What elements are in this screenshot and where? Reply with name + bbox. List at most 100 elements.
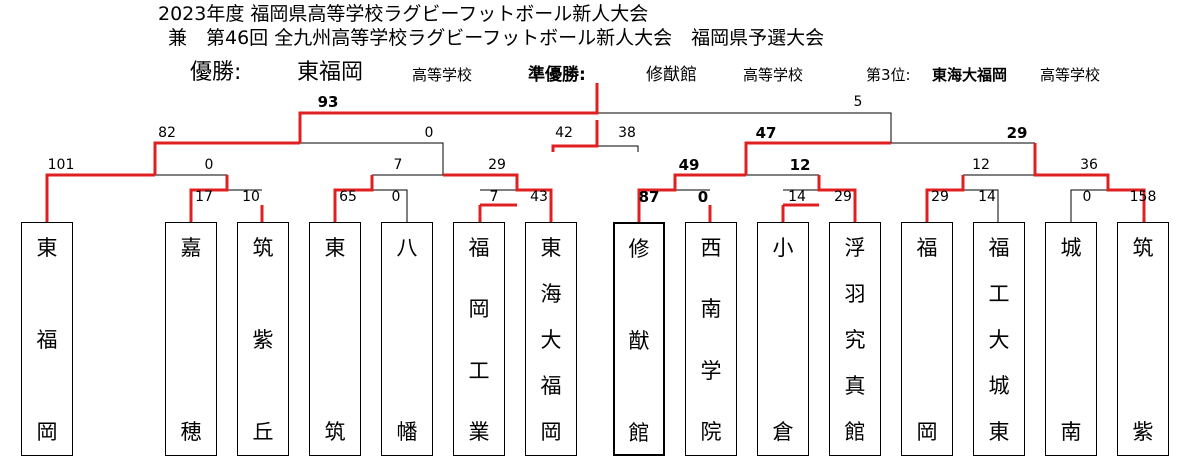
- score-sf2-left: 47: [755, 124, 777, 142]
- winner-lines: [45, 83, 1146, 222]
- team-box: 城南: [1045, 222, 1097, 456]
- runnerup-suffix: 高等学校: [743, 66, 804, 84]
- champion-name: 東福岡: [297, 60, 364, 85]
- team-name-char: 院: [700, 420, 722, 444]
- team-name-char: 学: [700, 358, 722, 383]
- title-line-2: 兼 第46回 全九州高等学校ラグビーフットボール新人大会 福岡県予選大会: [168, 27, 825, 49]
- score-r1-shuyukan: 87: [638, 188, 660, 206]
- team-name-char: 業: [468, 420, 490, 444]
- score-sf1-right: 0: [424, 125, 434, 141]
- score-qf2-left: 7: [393, 157, 403, 173]
- team-name-char: 東: [988, 420, 1010, 444]
- team-name-char: 福: [540, 374, 562, 398]
- team-name-char: 筑: [1132, 236, 1154, 260]
- team-name-char: 工: [988, 282, 1010, 306]
- score-r1-jonan: 0: [1082, 189, 1092, 205]
- team-box: 東筑: [309, 222, 361, 456]
- team-box: 修猷館: [613, 222, 665, 456]
- team-name-char: 福: [988, 236, 1010, 260]
- team-name-char: 猷: [628, 329, 650, 353]
- team-box: 八幡: [381, 222, 433, 456]
- team-box: 浮羽究真館: [829, 222, 881, 456]
- team-name-char: 東: [540, 236, 562, 260]
- team-name-char: 工: [468, 358, 490, 383]
- team-name-char: 福: [36, 328, 58, 352]
- score-r1-fukukou: 7: [489, 189, 499, 205]
- score-qf3-right: 12: [789, 156, 811, 174]
- team-name-char: 筑: [252, 236, 274, 260]
- team-name-char: 大: [540, 328, 562, 352]
- team-name-char: 羽: [844, 282, 866, 306]
- team-name-char: 南: [1060, 420, 1082, 444]
- team-box: 福岡工業: [453, 222, 505, 456]
- score-r1-kokura: 14: [788, 189, 806, 205]
- score-qf1-right: 0: [204, 157, 214, 173]
- score-r1-yahata: 0: [391, 189, 401, 205]
- score-qf4-right: 36: [1080, 157, 1098, 173]
- loser-lines: [155, 112, 1108, 222]
- champion-label: 優勝:: [190, 60, 242, 85]
- score-sf1-left: 82: [158, 125, 176, 141]
- score-r1-joto: 14: [978, 189, 996, 205]
- team-name-char: 南: [700, 297, 722, 322]
- team-name-char: 館: [628, 421, 650, 445]
- score-r1-fukuoka: 29: [931, 189, 949, 205]
- score-r1-seinan: 0: [697, 188, 709, 206]
- team-box: 嘉穂: [165, 222, 217, 456]
- team-name-char: 海: [540, 282, 562, 306]
- score-r1-higashichiku: 65: [339, 189, 357, 205]
- team-name-char: 岡: [916, 420, 938, 444]
- team-name-char: 福: [916, 236, 938, 260]
- team-name-char: 筑: [324, 420, 346, 444]
- title-line-1: 2023年度 福岡県高等学校ラグビーフットボール新人大会: [158, 3, 649, 25]
- team-name-char: 東: [324, 236, 346, 260]
- third-label: 第3位:: [866, 66, 911, 84]
- team-name-char: 館: [844, 420, 866, 444]
- team-name-char: 倉: [772, 420, 794, 444]
- team-name-char: 真: [844, 374, 866, 398]
- team-name-char: 浮: [844, 236, 866, 260]
- team-name-char: 福: [468, 236, 490, 260]
- team-name-char: 紫: [252, 328, 274, 352]
- team-name-char: 東: [36, 236, 58, 260]
- score-qf1-left: 101: [47, 157, 75, 173]
- score-qf3-left: 49: [678, 156, 700, 174]
- team-box: 東福岡: [21, 222, 73, 456]
- third-name: 東海大福岡: [932, 66, 1008, 84]
- runnerup-name: 修猷館: [646, 65, 697, 85]
- score-qf2-right: 29: [488, 157, 506, 173]
- team-name-char: 究: [844, 328, 866, 352]
- team-name-char: 大: [988, 328, 1010, 352]
- score-r1-chikushigaoka: 10: [242, 189, 260, 205]
- score-r1-chikushi: 158: [1129, 189, 1157, 205]
- team-box: 小倉: [757, 222, 809, 456]
- team-name-char: 嘉: [180, 236, 202, 260]
- score-qf4-left: 12: [972, 157, 990, 173]
- score-r1-kaho: 17: [195, 189, 213, 205]
- team-name-char: 西: [700, 236, 722, 260]
- team-name-char: 岡: [36, 420, 58, 444]
- team-name-char: 城: [988, 374, 1010, 398]
- score-r1-tokai: 43: [530, 189, 548, 205]
- runnerup-label: 準優勝:: [528, 65, 586, 85]
- team-box: 西南学院: [685, 222, 737, 456]
- champion-suffix: 高等学校: [412, 66, 473, 84]
- team-name-char: 岡: [468, 297, 490, 322]
- team-name-char: 城: [1060, 236, 1082, 260]
- score-third-right: 38: [618, 125, 636, 141]
- score-sf2-right: 29: [1006, 124, 1028, 142]
- team-box: 筑紫丘: [237, 222, 289, 456]
- team-name-char: 修: [628, 237, 650, 261]
- team-name-char: 紫: [1132, 420, 1154, 444]
- score-final-left: 93: [317, 93, 339, 111]
- third-suffix: 高等学校: [1040, 66, 1101, 84]
- team-name-char: 八: [396, 236, 418, 260]
- score-third-left: 42: [555, 125, 573, 141]
- team-box: 福岡: [901, 222, 953, 456]
- team-name-char: 小: [772, 236, 794, 260]
- team-box: 筑紫: [1117, 222, 1169, 456]
- team-name-char: 穂: [180, 420, 202, 444]
- team-box: 東海大福岡: [525, 222, 577, 456]
- score-final-right: 5: [853, 94, 863, 110]
